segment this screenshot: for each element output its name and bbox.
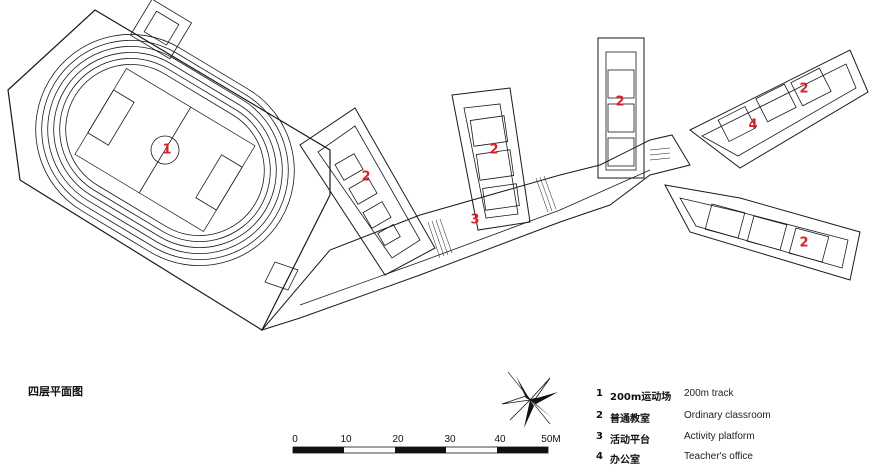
running-track <box>35 33 295 267</box>
wing-north <box>597 37 645 179</box>
scale-tick-label: 50M <box>541 434 561 445</box>
wing-se <box>664 184 861 281</box>
legend-number: 4 <box>596 451 603 462</box>
plan-title: 四层平面图 <box>28 385 83 398</box>
wing-west <box>299 107 436 276</box>
zone-label-classroom-west: 2 <box>361 169 371 185</box>
stairs <box>427 147 671 259</box>
legend-item: 1 200m运动场 200m track <box>596 388 733 403</box>
legend-number: 2 <box>596 410 603 421</box>
wing-center <box>451 87 531 231</box>
zone-label-classroom-ne: 2 <box>799 81 809 97</box>
north-arrow-icon <box>501 371 558 428</box>
legend-cn: 200m运动场 <box>610 392 672 403</box>
legend-number: 3 <box>596 431 603 442</box>
wing-ne <box>689 49 869 169</box>
zone-label-office: 4 <box>748 117 758 133</box>
zone-label-track: 1 <box>162 142 172 158</box>
legend-cn: 普通教室 <box>610 414 650 425</box>
legend-cn: 办公室 <box>610 455 640 466</box>
scale-bar <box>292 446 549 454</box>
zone-label-platform: 3 <box>470 212 480 228</box>
scale-tick-label: 40 <box>494 434 506 445</box>
stand-sw <box>264 261 299 291</box>
legend-en: 200m track <box>684 388 734 399</box>
top-block <box>129 0 193 60</box>
zone-label-classroom-se: 2 <box>799 235 809 251</box>
legend-item: 3 活动平台 Activity platform <box>596 431 755 446</box>
scale-tick-label: 0 <box>292 434 298 445</box>
sports-field-boundary <box>7 9 331 331</box>
zone-label-classroom-north: 2 <box>615 94 625 110</box>
scale-tick-label: 20 <box>392 434 404 445</box>
legend-en: Teacher's office <box>684 451 753 462</box>
zone-label-classroom-center: 2 <box>489 142 499 158</box>
legend-cn: 活动平台 <box>610 435 650 446</box>
legend-number: 1 <box>596 388 603 399</box>
legend-item: 4 办公室 Teacher's office <box>596 451 753 466</box>
legend-en: Ordinary classroom <box>684 410 771 421</box>
legend-item: 2 普通教室 Ordinary classroom <box>596 410 771 425</box>
legend-en: Activity platform <box>684 431 755 442</box>
scale-tick-label: 10 <box>340 434 352 445</box>
scale-tick-label: 30 <box>444 434 456 445</box>
corridor-spine <box>260 134 691 331</box>
